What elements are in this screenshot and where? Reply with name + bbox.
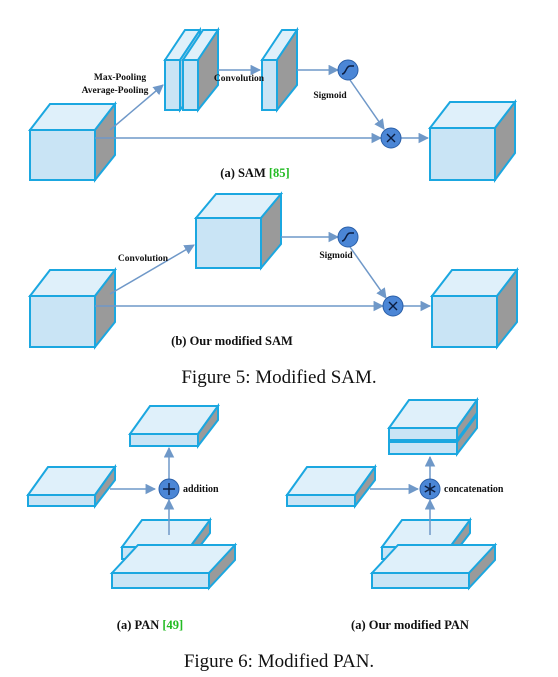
panm-output-slab-top: [387, 396, 479, 444]
plus-icon: [158, 478, 180, 500]
pan-diagram: addition (a) PAN [49]: [26, 402, 238, 632]
figure-5-caption: Figure 5: Modified SAM.: [181, 367, 376, 388]
multiply-icon: [380, 127, 402, 149]
panm-op-label: concatenation: [444, 484, 504, 495]
sam-arrow-sigmoid-to-mult: [349, 79, 385, 130]
multiply-icon: [382, 295, 404, 317]
samm-arrow-sigmoid-to-mult: [349, 246, 387, 299]
asterisk-icon: [419, 478, 441, 500]
sigmoid-icon: [337, 59, 359, 81]
sam-pool-label-1: Max-Pooling: [94, 73, 146, 83]
samm-input-cube: [27, 267, 118, 350]
samm-output-cube: [429, 267, 520, 350]
samm-conv-label: Convolution: [118, 254, 169, 264]
sam-input-cube: [27, 101, 118, 183]
sam-pool-label-2: Average-Pooling: [82, 86, 149, 96]
panm-base-slab: [369, 542, 498, 591]
pan-lateral-slab: [26, 463, 117, 509]
pan-base-slab: [109, 542, 238, 591]
samm-sigmoid-label: Sigmoid: [319, 251, 353, 261]
sam-caption: (a) SAM [85]: [220, 166, 289, 180]
pan-modified-diagram: concatenation (a) Our modified PAN: [285, 396, 504, 632]
sam-diagram: Max-Pooling Average-Pooling Convolution …: [27, 26, 518, 184]
figure-6-caption: Figure 6: Modified PAN.: [184, 651, 374, 672]
panm-lateral-slab: [285, 463, 377, 509]
sam-output-cube: [427, 99, 518, 184]
sam-conv-map: [260, 26, 299, 113]
samm-arrow-conv: [109, 244, 195, 295]
pan-output-slab: [128, 402, 220, 449]
sigmoid-icon: [337, 226, 359, 248]
pan-op-label: addition: [183, 484, 219, 495]
panm-caption: (a) Our modified PAN: [351, 618, 469, 632]
panm-output-slab-bottom: [388, 411, 478, 457]
sam-arrow-pool: [109, 84, 164, 131]
samm-caption: (b) Our modified SAM: [171, 334, 293, 348]
sam-pooled-maps: [163, 26, 220, 113]
samm-conv-cube: [193, 191, 284, 271]
sam-conv-label: Convolution: [214, 74, 265, 84]
pan-caption: (a) PAN [49]: [117, 618, 183, 632]
sam-sigmoid-label: Sigmoid: [313, 91, 347, 101]
sam-modified-diagram: Convolution Sigmoid (b) Our modified SAM: [27, 191, 520, 350]
